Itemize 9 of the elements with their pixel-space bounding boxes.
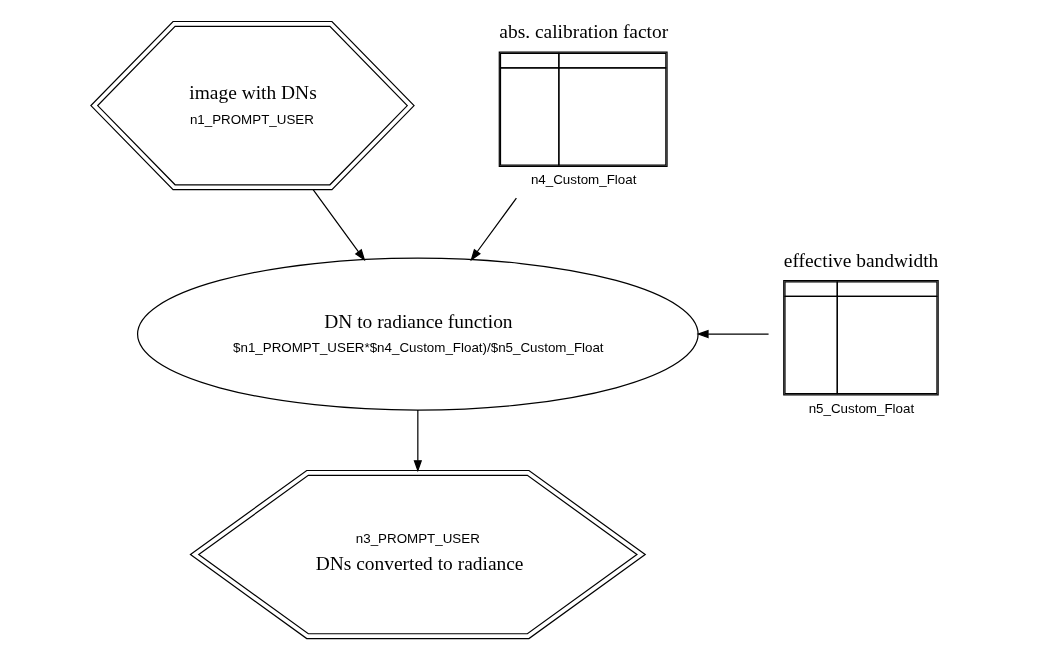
arrow [696, 329, 770, 339]
arrow [312, 189, 366, 262]
arrow [470, 197, 517, 262]
node-label: n5_Custom_Float [808, 400, 915, 416]
arrow [413, 409, 423, 473]
node-ellipse: DN to radiance function $n1_PROMPT_USER*$n4_Custom_Float)/$n5_Custom_Float [136, 257, 699, 411]
node-label: n4_Custom_Float [530, 172, 637, 188]
node-label: abs. calibration factor [499, 21, 669, 43]
node-label: effective bandwidth [783, 250, 939, 272]
